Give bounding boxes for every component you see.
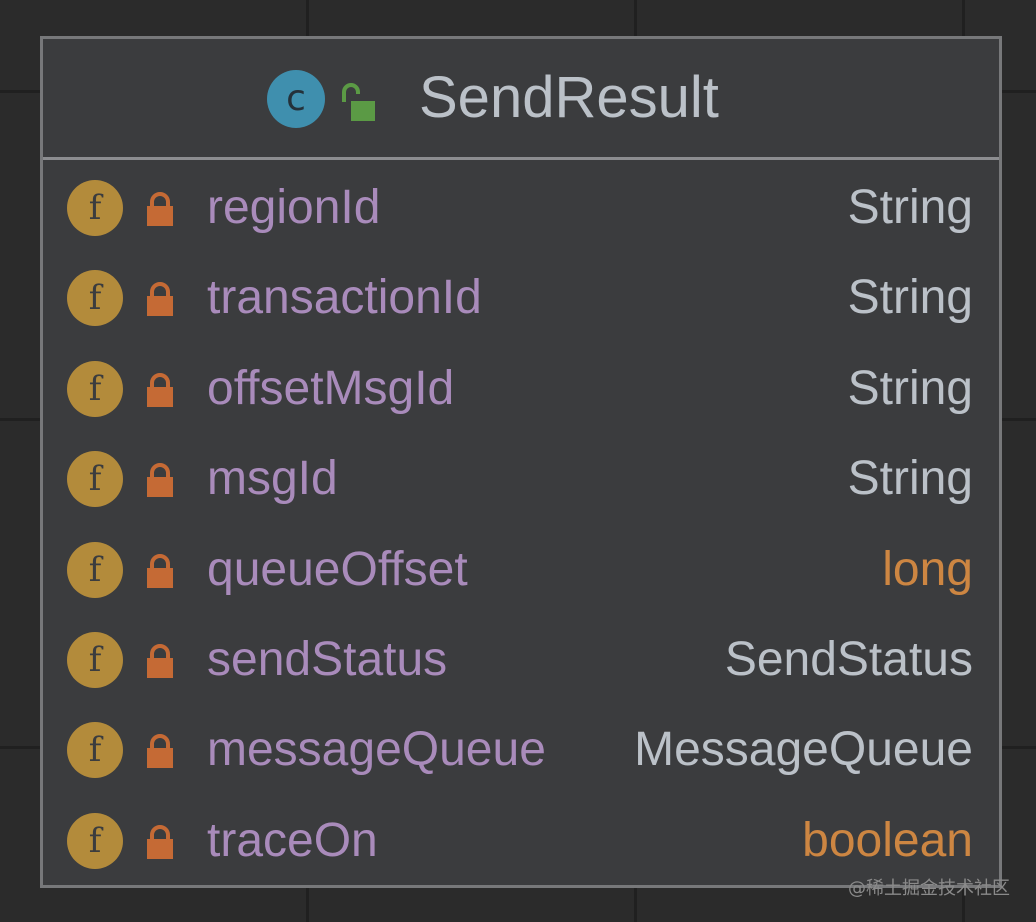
lock-icon — [147, 463, 173, 498]
field-type: MessageQueue — [634, 723, 973, 777]
lock-icon — [147, 644, 173, 678]
class-icon: c — [267, 70, 325, 128]
field-name: transactionId — [207, 271, 482, 325]
field-type: String — [847, 271, 973, 325]
field-type: boolean — [802, 813, 973, 867]
watermark: @稀土掘金技术社区 — [848, 878, 1010, 899]
lock-icon — [147, 553, 173, 588]
field-row[interactable]: f regionId String — [43, 164, 999, 254]
field-name: messageQueue — [207, 723, 546, 777]
field-icon: f — [67, 632, 123, 688]
field-name: queueOffset — [207, 542, 468, 596]
field-icon: f — [67, 541, 123, 598]
lock-icon — [147, 192, 173, 226]
lock-icon — [147, 282, 173, 317]
field-type: SendStatus — [724, 633, 973, 686]
field-type: String — [847, 361, 973, 415]
field-name: offsetMsgId — [207, 361, 455, 415]
field-icon: f — [67, 360, 123, 417]
lock-icon — [147, 372, 173, 407]
field-icon: f — [67, 451, 123, 508]
field-name: sendStatus — [207, 633, 448, 686]
field-type: String — [847, 181, 973, 234]
field-icon: f — [67, 180, 123, 236]
field-row[interactable]: f messageQueue MessageQueue — [43, 706, 999, 796]
field-row[interactable]: f sendStatus SendStatus — [43, 616, 999, 706]
field-row[interactable]: f traceOn boolean — [43, 797, 999, 887]
field-icon: f — [67, 812, 123, 869]
field-row[interactable]: f offsetMsgId String — [43, 345, 999, 435]
class-name: SendResult — [419, 65, 719, 130]
field-type: long — [882, 542, 973, 596]
lock-icon — [147, 734, 173, 769]
field-icon: f — [67, 270, 123, 327]
field-row[interactable]: f queueOffset long — [43, 526, 999, 616]
field-row[interactable]: f msgId String — [43, 435, 999, 525]
unlocked-padlock-icon — [342, 83, 375, 121]
field-name: msgId — [207, 452, 338, 506]
field-name: regionId — [207, 181, 381, 234]
field-name: traceOn — [207, 813, 378, 867]
field-type: String — [847, 452, 973, 506]
field-icon: f — [67, 722, 123, 779]
lock-icon — [147, 824, 173, 859]
class-header: c SendResult — [43, 39, 999, 160]
field-row[interactable]: f transactionId String — [43, 254, 999, 344]
class-icon-letter: c — [286, 78, 306, 119]
